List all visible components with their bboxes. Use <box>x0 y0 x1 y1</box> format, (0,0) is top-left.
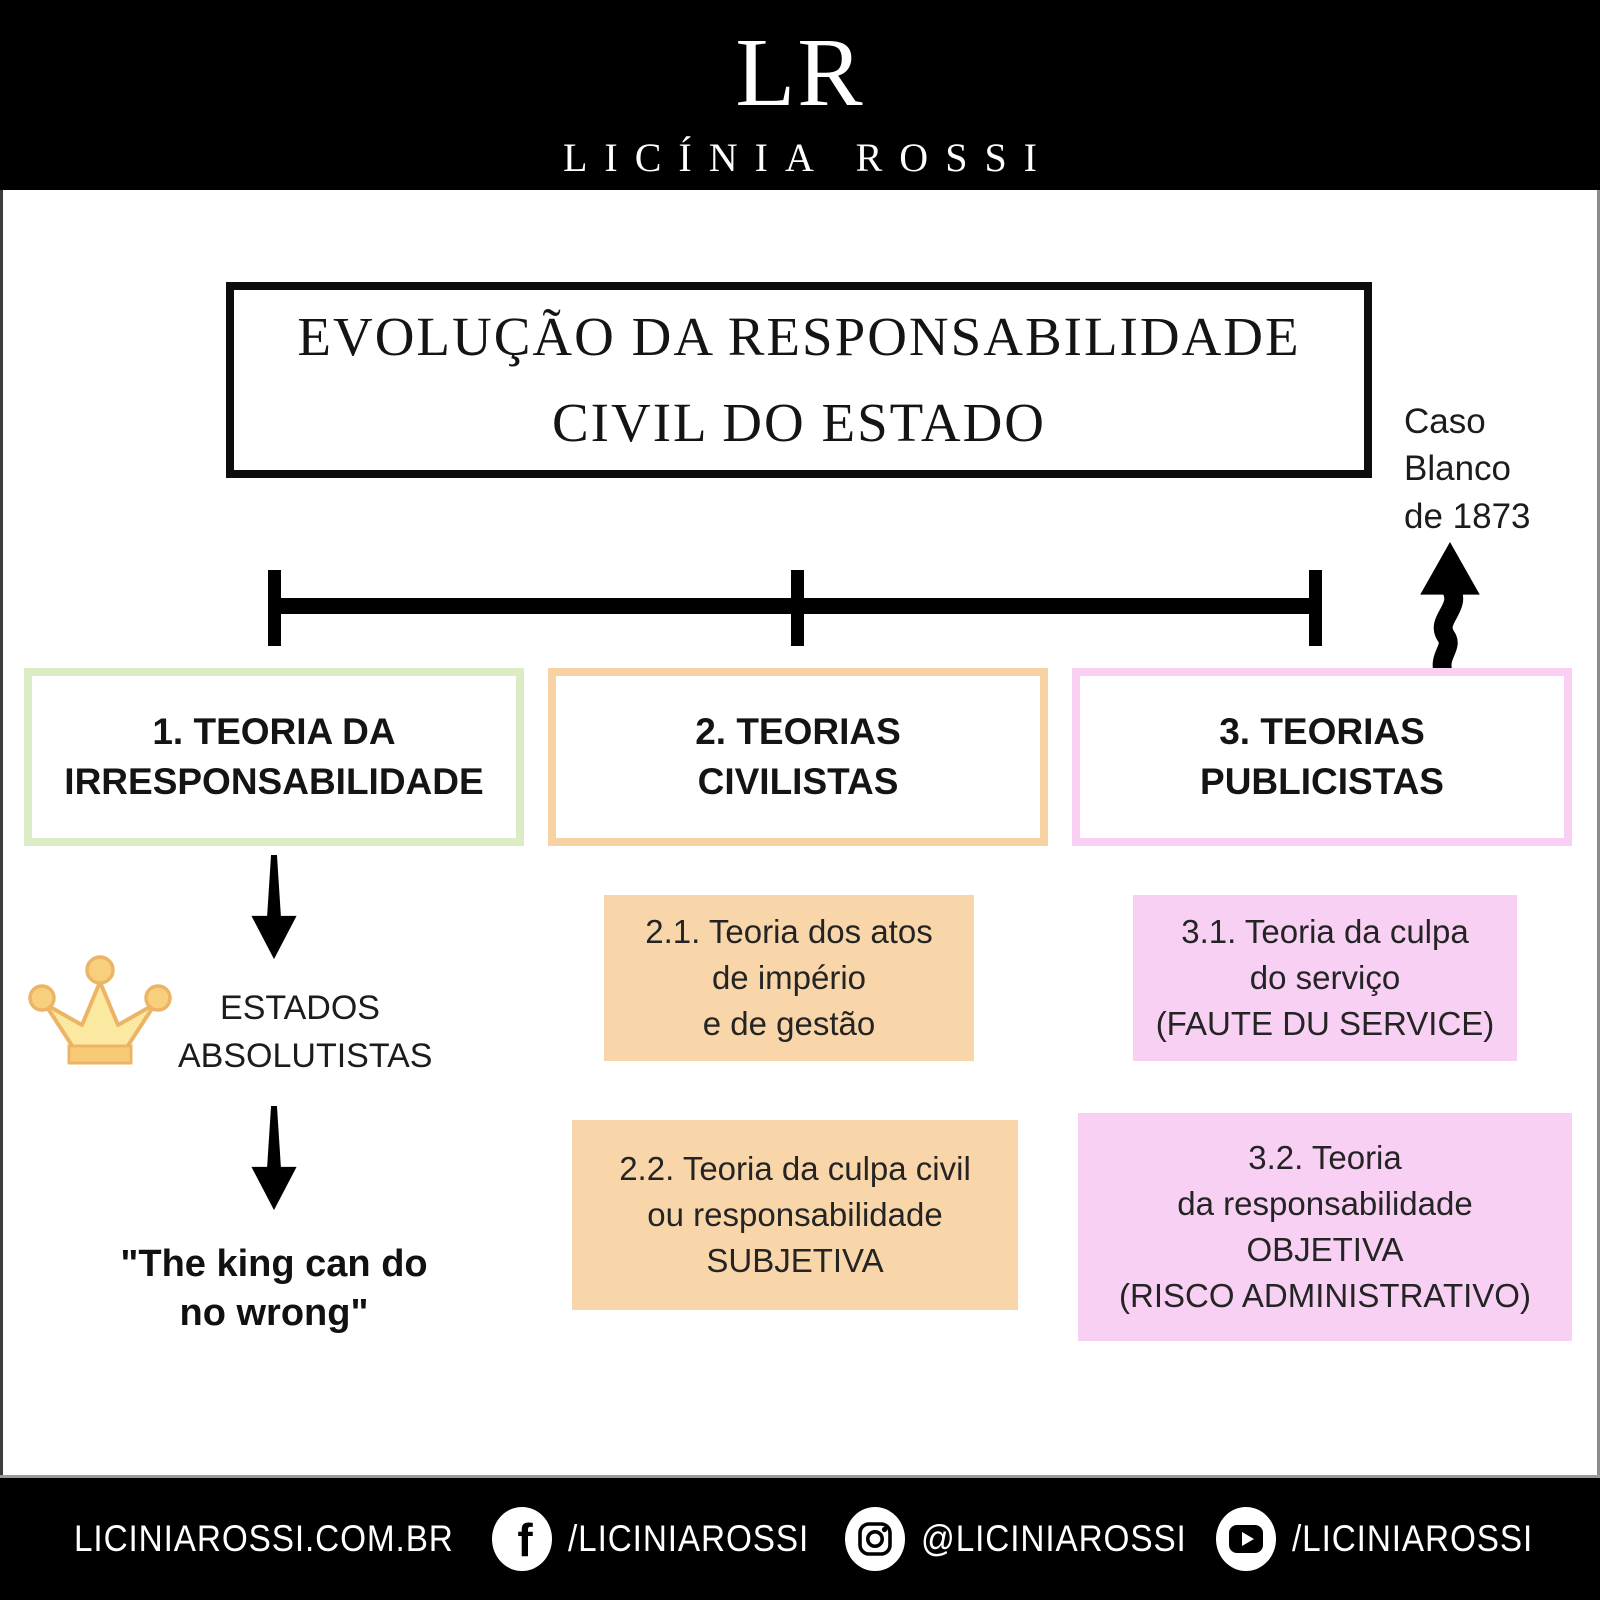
stage-box-publicistas: 3. TEORIAS PUBLICISTAS <box>1072 668 1572 846</box>
quote-line-2: no wrong" <box>179 1292 369 1335</box>
wavy-up-arrow-icon <box>1420 541 1480 674</box>
stage-box-irresponsabilidade: 1. TEORIA DA IRRESPONSABILIDADE <box>24 668 524 846</box>
footer-youtube-link[interactable]: /LICINIAROSSI <box>1214 1507 1560 1571</box>
estados-absolutistas-label: ESTADOS ABSOLUTISTAS <box>178 984 433 1081</box>
annotation-line-3: de 1873 <box>1404 496 1531 536</box>
header-bar: LR LICÍNIA ROSSI <box>0 0 1600 190</box>
canvas-edge-left <box>0 190 3 1478</box>
theory-2-2-line-3: SUBJETIVA <box>706 1242 884 1280</box>
instagram-icon <box>845 1507 905 1571</box>
theory-3-1-line-2: do serviço <box>1249 958 1401 996</box>
main-title-line-1: EVOLUÇÃO DA RESPONSABILIDADE <box>297 306 1301 368</box>
theory-3-2-line-4: (RISCO ADMINISTRATIVO) <box>1119 1277 1531 1315</box>
stage-1-label-line-2: IRRESPONSABILIDADE <box>64 761 484 802</box>
lr-logo: LR <box>735 19 865 127</box>
stage-3-label-line-1: 3. TEORIAS <box>1219 711 1425 753</box>
theory-3-2-line-3: OBJETIVA <box>1246 1231 1404 1268</box>
footer-bar: LICINIAROSSI.COM.BR f /LICINIAROSSI @LIC… <box>0 1478 1600 1600</box>
website-text: LICINIAROSSI.COM.BR <box>74 1518 454 1559</box>
annotation-line-1: Caso <box>1404 402 1486 441</box>
brand-name: LICÍNIA ROSSI <box>562 135 1055 180</box>
facebook-icon: f <box>492 1507 552 1571</box>
theory-2-1-line-2: de império <box>711 958 867 996</box>
footer-instagram-link[interactable]: @LICINIAROSSI <box>843 1507 1216 1571</box>
theory-box-3-1: 3.1. Teoria da culpa do serviço (FAUTE D… <box>1133 895 1517 1061</box>
down-arrow-icon <box>251 1106 297 1211</box>
theory-box-2-2: 2.2. Teoria da culpa civil ou responsabi… <box>572 1120 1018 1310</box>
theory-2-2-line-2: ou responsabilidade <box>647 1195 943 1233</box>
quote-line-1: "The king can do <box>120 1243 428 1285</box>
main-title-box: EVOLUÇÃO DA RESPONSABILIDADE CIVIL DO ES… <box>226 282 1372 478</box>
main-title-line-2: CIVIL DO ESTADO <box>551 392 1047 453</box>
stage-1-label-line-1: 1. TEORIA DA <box>152 711 396 753</box>
theory-3-2-line-1: 3.2. Teoria <box>1248 1138 1402 1176</box>
timeline-tick-1 <box>268 570 281 646</box>
footer-facebook-link[interactable]: f /LICINIAROSSI <box>490 1507 836 1571</box>
theory-2-2-line-1: 2.2. Teoria da culpa civil <box>619 1149 971 1187</box>
stage-2-label-line-2: CIVILISTAS <box>697 761 899 802</box>
down-arrow-icon <box>251 855 297 960</box>
instagram-handle-text: @LICINIAROSSI <box>921 1518 1187 1559</box>
youtube-icon <box>1216 1507 1276 1571</box>
annotation-line-2: Blanco <box>1404 449 1512 489</box>
king-quote: "The king can do no wrong" <box>99 1240 449 1339</box>
svg-text:f: f <box>517 1514 533 1566</box>
stage-3-label-line-2: PUBLICISTAS <box>1200 761 1444 802</box>
canvas-edge-bottom <box>0 1475 1600 1478</box>
canvas-edge-right <box>1597 190 1600 1478</box>
timeline-tick-3 <box>1309 570 1322 646</box>
stage-2-label-line-1: 2. TEORIAS <box>695 711 901 753</box>
estados-line-1: ESTADOS <box>220 989 380 1027</box>
crown-icon <box>28 955 172 1065</box>
footer-website-link[interactable]: LICINIAROSSI.COM.BR <box>74 1518 496 1560</box>
facebook-handle-text: /LICINIAROSSI <box>568 1518 810 1559</box>
theory-3-2-line-2: da responsabilidade <box>1177 1184 1473 1222</box>
theory-3-1-line-3: (FAUTE DU SERVICE) <box>1155 1005 1495 1043</box>
theory-2-1-line-3: e de gestão <box>702 1005 876 1043</box>
caso-blanco-annotation: Caso Blanco de 1873 <box>1404 398 1594 540</box>
theory-box-3-2: 3.2. Teoria da responsabilidade OBJETIVA… <box>1078 1113 1572 1341</box>
estados-line-2: ABSOLUTISTAS <box>178 1037 433 1076</box>
theory-2-1-line-1: 2.1. Teoria dos atos <box>645 912 933 950</box>
theory-3-1-line-1: 3.1. Teoria da culpa <box>1181 912 1469 950</box>
timeline-tick-2 <box>791 570 804 646</box>
theory-box-2-1: 2.1. Teoria dos atos de império e de ges… <box>604 895 974 1061</box>
stage-box-civilistas: 2. TEORIAS CIVILISTAS <box>548 668 1048 846</box>
youtube-handle-text: /LICINIAROSSI <box>1292 1518 1534 1559</box>
